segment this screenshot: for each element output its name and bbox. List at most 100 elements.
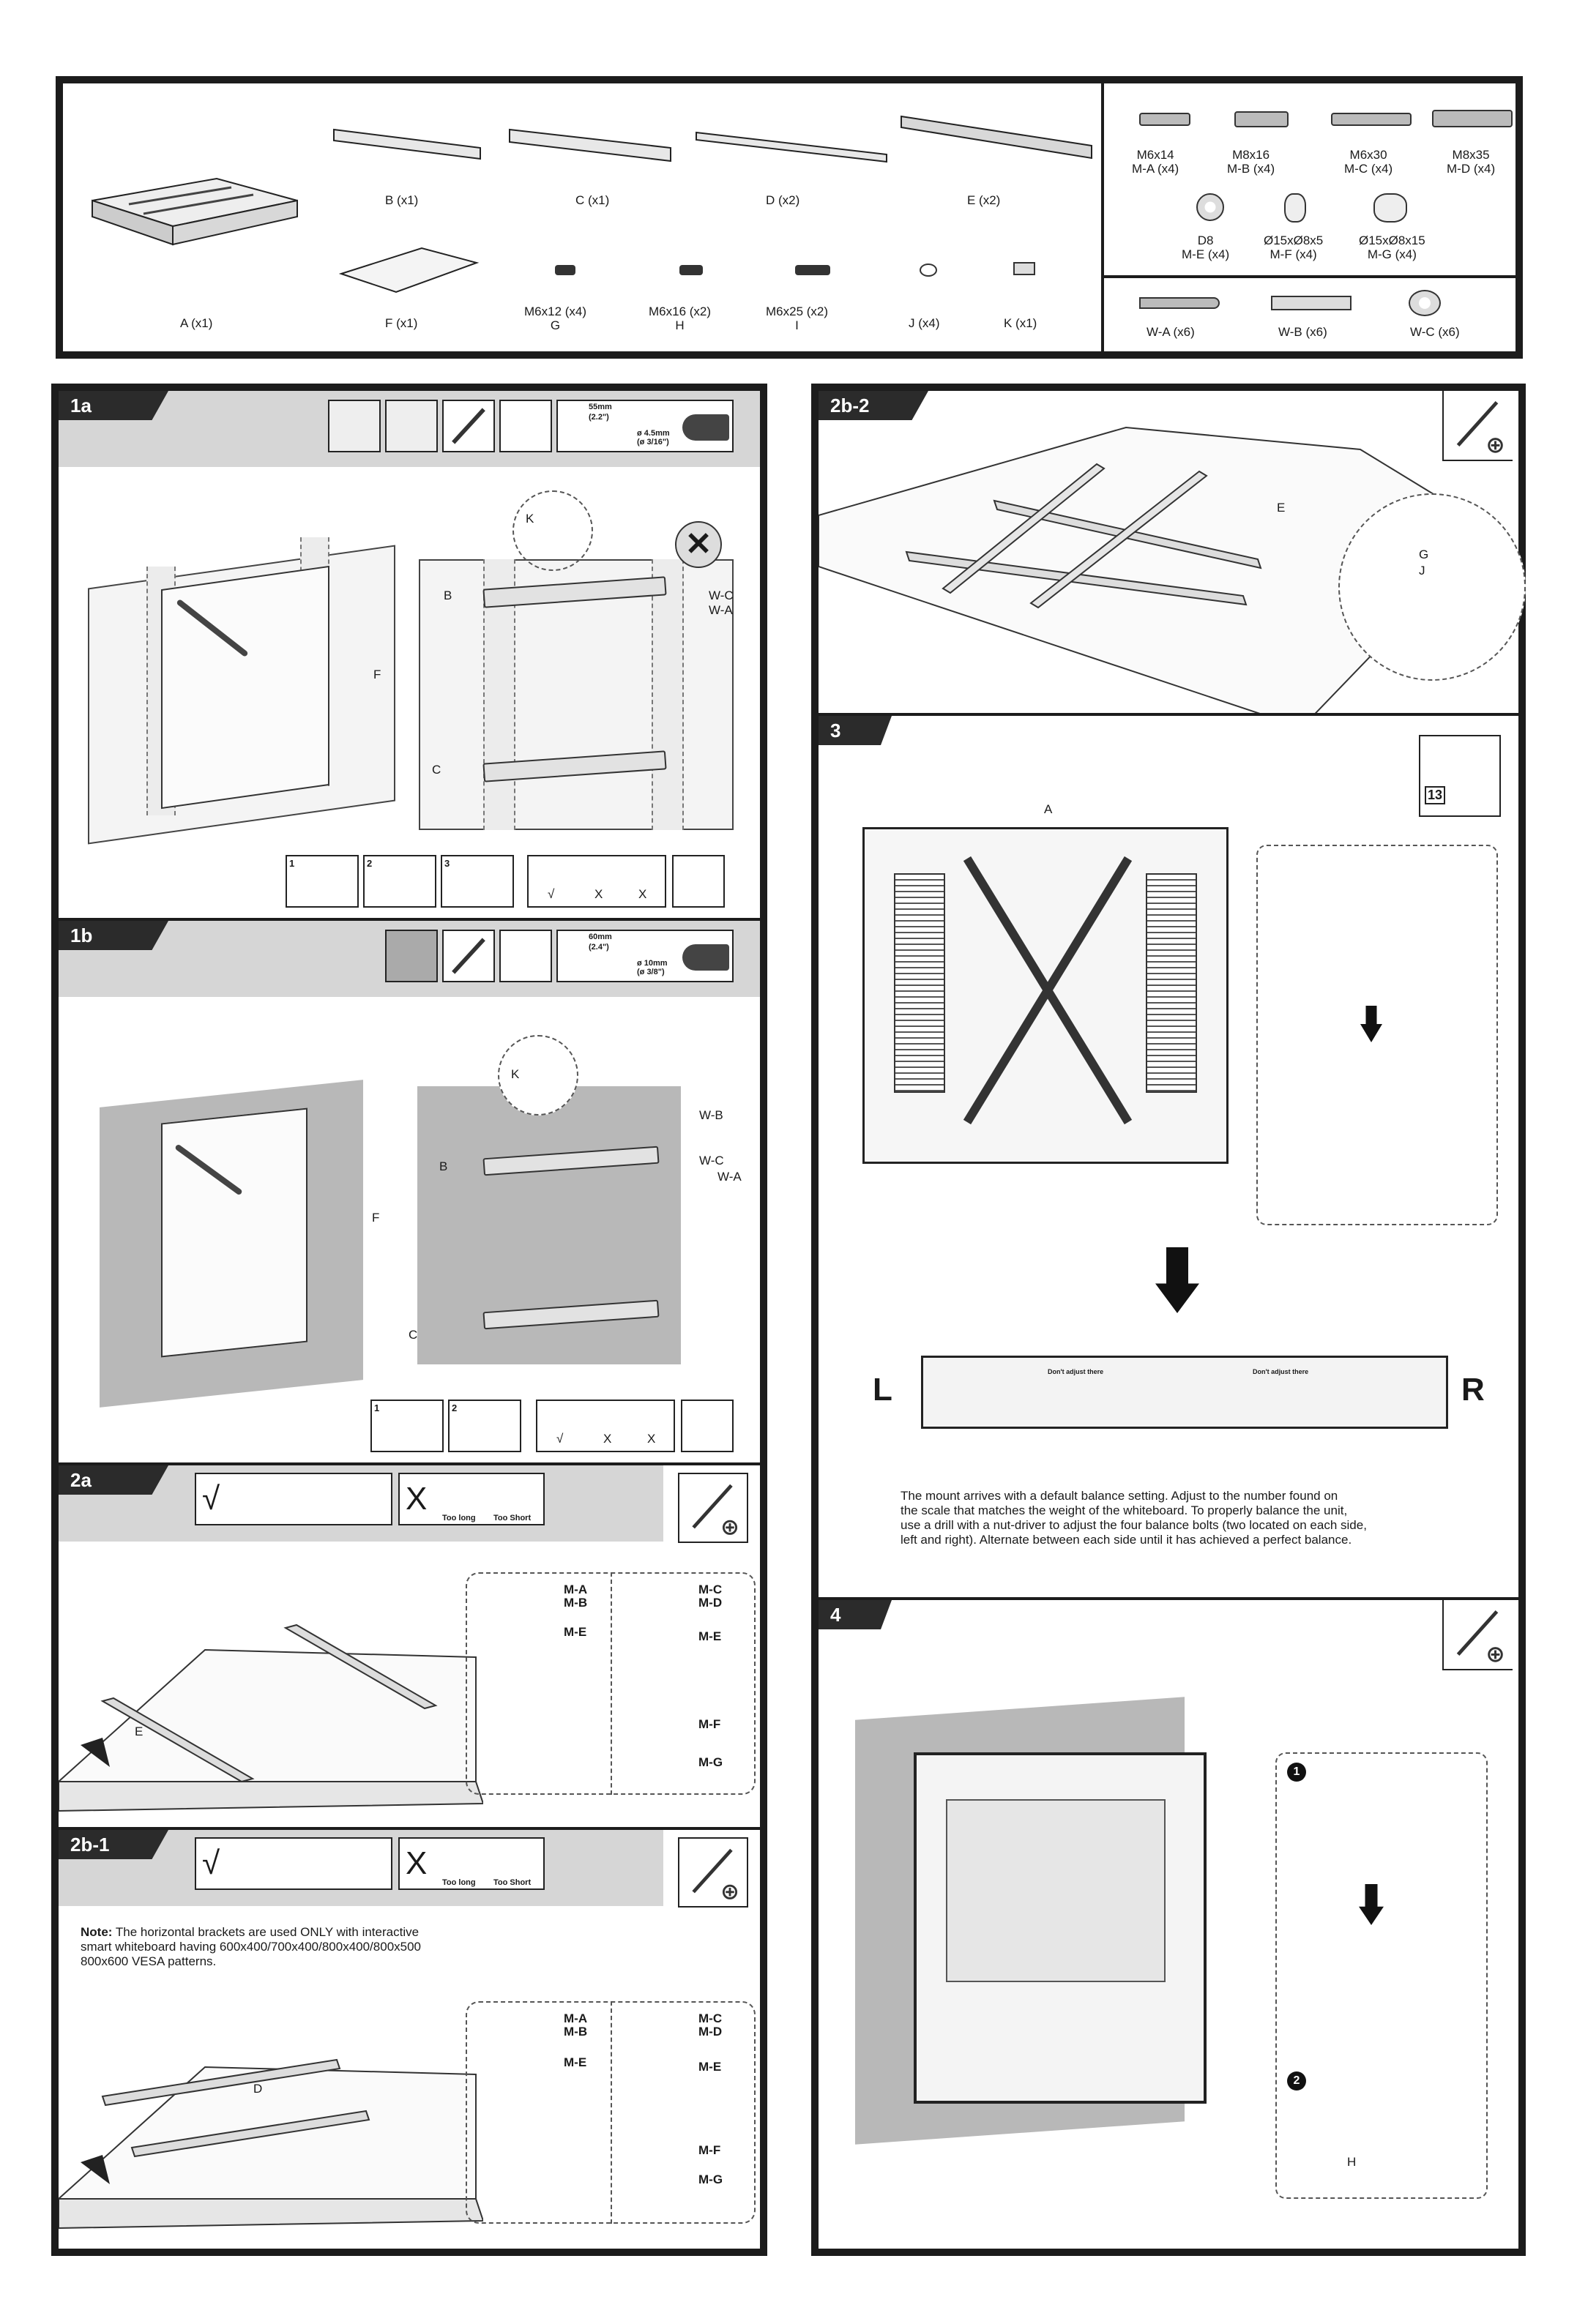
step-4-label-h: H [1347,2155,1357,2169]
step-1a-detail-k [512,490,593,571]
pencil-icon-1b [442,930,495,982]
step-2a-label-mb: M-B [564,1596,588,1610]
left-column-panel: 1a 55mm (2.2") ø 4.5mm (ø 3/16") F K ✕ B… [51,384,767,2256]
drill-depth-in: (2.2") [589,413,609,422]
right-spring-pack [1146,873,1197,1093]
step-1b-label-b: B [439,1159,448,1173]
step-2b1-rule [59,1827,760,1830]
check-ok-1b: √ [556,1432,564,1446]
step-1a-substep-1: 1 [286,855,359,908]
step-2b2-label-j: J [1419,564,1425,578]
step-2b2-label-g: G [1419,548,1429,561]
correct-fit-mark-2b1: √ [202,1845,220,1881]
step-2a-label-e: E [135,1725,143,1738]
part-wc-label: W-C (x6) [1410,325,1460,339]
drill-bit-in: (ø 3/16") [637,438,669,447]
part-j-label: J (x4) [909,316,940,330]
too-long-label-2b1: Too long [442,1878,476,1887]
too-long-label: Too long [442,1514,476,1522]
step-1a-label-wc: W-C [709,589,734,602]
step-1a-label-f: F [373,668,381,681]
step-1b-label-k: K [511,1067,520,1081]
incorrect-fit-mark: X [406,1481,428,1517]
check-bad-1b-1: X [603,1432,612,1446]
part-ma-bolt-icon [1139,113,1190,126]
part-md-bolt-icon [1432,110,1513,127]
part-k-spacer-icon [1013,262,1035,275]
step-1b-substep-1: 1 [370,1400,444,1452]
part-e-label: E (x2) [967,193,1001,207]
step-2b2-label-e: E [1277,501,1286,515]
step-1a-level-checks: √ X X [527,855,666,908]
part-wa-screw-icon [1139,297,1220,309]
step-2b1-label-me: M-E [564,2055,587,2069]
step-2a-label-me2: M-E [698,1629,722,1643]
socket-size: 13 [1425,786,1446,804]
step-2b1-correct-fit: √ [195,1837,392,1890]
part-i-label: M6x25 (x2)I [766,304,829,332]
step-2b2-detail [1338,493,1526,681]
drill-depth-diagram: 55mm (2.2") ø 4.5mm (ø 3/16") [556,400,734,452]
step-2b1-note: Note: The horizontal brackets are used O… [81,1925,422,1968]
part-k-label: K (x1) [1004,316,1037,330]
step-3-scale-detail [1256,845,1498,1225]
step-2b1-board-drawing [59,2058,483,2230]
step-4-badge-2: 2 [1287,2071,1306,2091]
check-bad-1: X [594,887,603,901]
step-1b-header: 1b 60mm (2.4") ø 10mm (ø 3/8") [59,921,760,997]
step-3-header: 3 [819,716,1518,745]
drill-depth-diagram-1b: 60mm (2.4") ø 10mm (ø 3/8") [556,930,734,982]
step-3-label-a: A [1044,802,1053,816]
drill-bit-shape [682,414,729,441]
step-1b-substep-2: 2 [448,1400,521,1452]
step-1b-label-wa: W-A [717,1170,742,1184]
scissor-linkage [963,856,1133,1125]
step-3-instructions: The mount arrives with a default balance… [901,1489,1367,1547]
step-1b-tag: 1b [59,921,168,950]
step-2a-label-md: M-D [698,1596,723,1610]
step-1a-substep-2: 2 [363,855,436,908]
step-1a-drill-bit-icon [672,855,725,908]
step-1a-template-f [161,565,329,810]
incorrect-fit-mark-2b1: X [406,1845,428,1881]
step-2a-rule [59,1462,760,1465]
part-a-label: A (x1) [180,316,213,330]
step-2b2-tag: 2b-2 [819,391,928,420]
wood-stud-icon [328,400,381,452]
step-1a-label-b: B [444,589,452,602]
step-2b1-detail-divider [611,2001,612,2224]
too-short-label-2b1: Too Short [493,1878,532,1887]
drill-depth-in-1b: (2.4") [589,943,609,952]
left-spring-pack [894,873,945,1093]
check-bad-2: X [638,887,647,901]
part-mb-bolt-icon [1234,111,1289,127]
screwdriver-icon-2b1 [678,1837,748,1908]
step-3-mount-body [862,827,1229,1164]
step-2b1-incorrect-fit: X Too long Too Short [398,1837,545,1890]
step-2a-label-me: M-E [564,1625,587,1639]
step-4-header: 4 [819,1600,1518,1629]
parts-divider-vertical [1101,83,1104,351]
step-1b-label-wc: W-C [699,1154,724,1167]
part-a-mount-drawing [92,177,298,246]
part-f-drawing [338,247,480,294]
step-1a-no-drill-icon: ✕ [675,521,722,568]
drill-depth-mm-1b: 60mm [589,933,612,941]
screwdriver-icon-2b2 [1442,391,1513,461]
step-1b-level-checks: √ X X [536,1400,675,1452]
part-e-drawing [901,115,1092,160]
part-me-washer-icon [1196,193,1224,221]
check-bad-1b-2: X [647,1432,656,1446]
step-2a-correct-fit: √ [195,1473,392,1525]
step-2a-board-drawing [59,1624,483,1812]
step-2b1-label-me2: M-E [698,2060,722,2074]
part-h-screw-icon [679,265,703,275]
part-d-label: D (x2) [766,193,800,207]
part-i-screw-icon [795,265,830,275]
drill-bit-mm-1b: ø 10mm [637,959,668,968]
step-1a-stud-r2 [652,559,684,830]
